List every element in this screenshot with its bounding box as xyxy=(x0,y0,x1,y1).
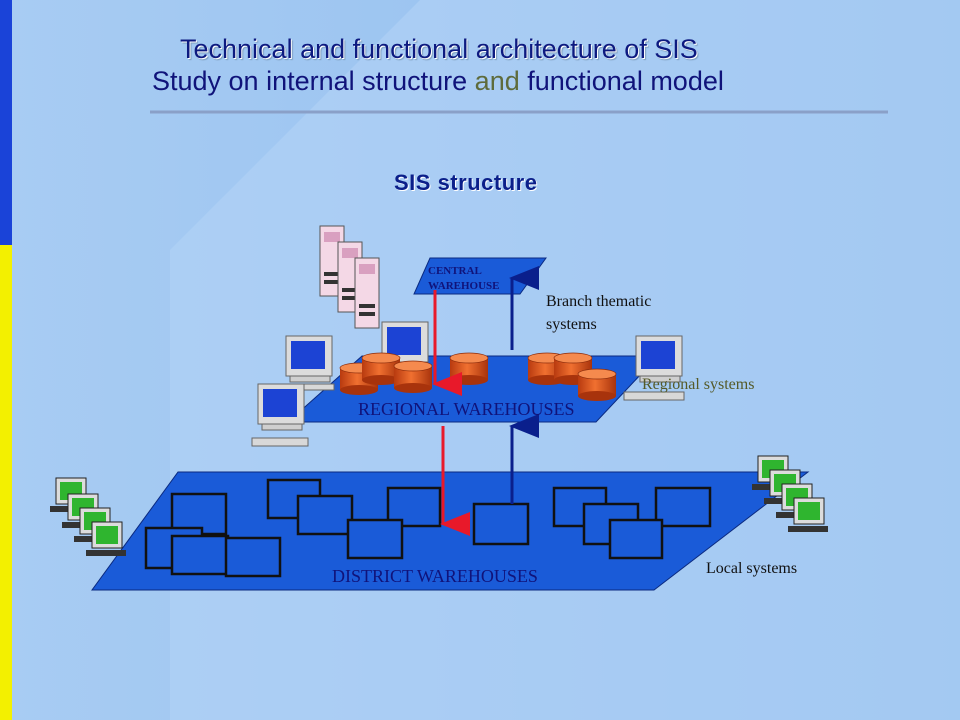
monitor-icon xyxy=(623,335,685,401)
monitor-icon xyxy=(381,321,429,369)
local-systems-label: Local systems xyxy=(706,560,798,577)
server-rack-icon xyxy=(319,225,380,329)
branch-label-line1: Branch thematic xyxy=(546,293,652,310)
diagram-heading: SIS structure xyxy=(394,170,538,195)
subtitle-part-1: Study on internal structure xyxy=(152,66,475,96)
regional-warehouses-label: REGIONAL WAREHOUSES xyxy=(358,399,575,419)
branch-label-line2: systems xyxy=(546,316,597,333)
subtitle-part-2: and xyxy=(474,66,520,96)
terminal-icon xyxy=(752,455,828,532)
central-warehouse-label: CENTRAL WAREHOUSE xyxy=(428,264,500,294)
left-bar-blue xyxy=(0,0,12,245)
regional-systems-label: Regional systems xyxy=(642,376,755,393)
monitor-icon xyxy=(251,383,309,447)
subtitle-part-3: functional model xyxy=(519,66,724,96)
terminal-icon xyxy=(50,477,126,556)
monitor-icon xyxy=(281,335,335,391)
central-label-line1: CENTRAL xyxy=(428,265,482,277)
district-warehouses-label: DISTRICT WAREHOUSES xyxy=(332,566,538,586)
branch-systems-label: Branch thematic systems xyxy=(546,290,651,336)
left-bar-yellow xyxy=(0,245,12,720)
page-title: Technical and functional architecture of… xyxy=(180,34,698,64)
page-subtitle: Study on internal structure and function… xyxy=(152,66,724,97)
district-windows xyxy=(144,478,712,578)
central-label-line2: WAREHOUSE xyxy=(428,280,500,292)
